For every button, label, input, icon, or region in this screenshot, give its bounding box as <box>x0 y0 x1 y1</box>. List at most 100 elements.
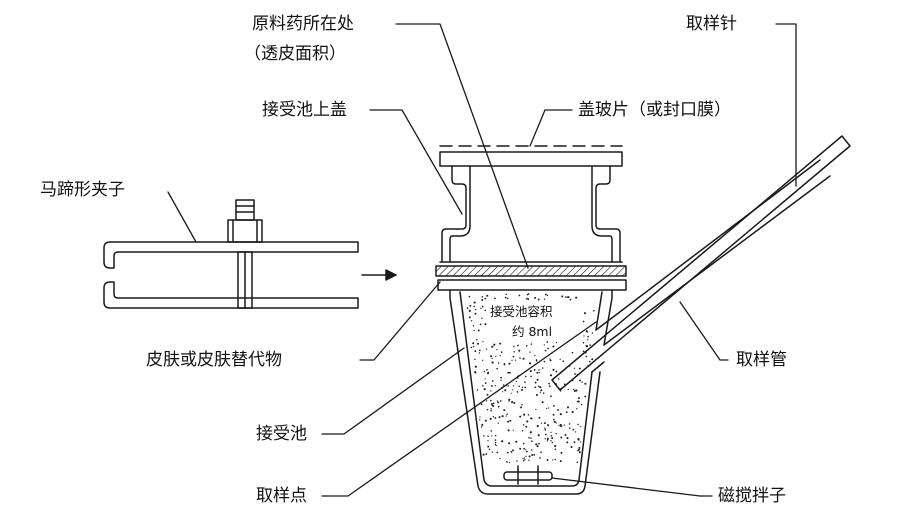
liquid-speckle <box>559 413 562 416</box>
liquid-speckle <box>530 417 532 419</box>
liquid-speckle <box>576 400 579 403</box>
liquid-speckle <box>546 341 549 343</box>
liquid-speckle <box>488 448 491 451</box>
liquid-speckle <box>487 439 489 442</box>
liquid-speckle <box>491 357 493 359</box>
arrow-clamp-to-cell <box>361 269 397 281</box>
liquid-speckle <box>482 341 484 343</box>
liquid-speckle <box>546 407 548 410</box>
liquid-speckle <box>485 453 488 455</box>
liquid-speckle <box>543 298 546 300</box>
liquid-speckle <box>548 385 551 387</box>
liquid-speckle <box>559 390 562 392</box>
liquid-speckle <box>524 458 526 460</box>
liquid-speckle <box>528 455 531 458</box>
label-cover-glass: 盖玻片（或封口膜） <box>578 100 731 120</box>
liquid-speckle <box>520 406 523 409</box>
liquid-speckle <box>554 445 557 448</box>
label-cell-top-cover: 接受池上盖 <box>262 100 347 120</box>
liquid-speckle <box>564 434 567 436</box>
liquid-speckle <box>506 451 509 454</box>
liquid-speckle <box>555 370 558 373</box>
liquid-speckle <box>522 459 525 462</box>
liquid-speckle <box>558 425 560 427</box>
liquid-speckle <box>572 379 574 382</box>
liquid-speckle <box>566 441 569 444</box>
liquid-speckle <box>513 401 516 405</box>
label-sampling-tube: 取样管 <box>736 350 787 370</box>
liquid-speckle <box>569 298 572 301</box>
liquid-speckle <box>543 422 546 425</box>
liquid-speckle <box>589 360 591 363</box>
liquid-speckle <box>525 449 527 451</box>
liquid-speckle <box>490 385 493 387</box>
liquid-speckle <box>576 374 579 376</box>
liquid-speckle <box>554 458 556 461</box>
liquid-speckle <box>492 415 495 418</box>
liquid-speckle <box>541 367 544 369</box>
liquid-speckle <box>529 370 532 373</box>
liquid-speckle <box>552 459 554 461</box>
liquid-speckle <box>572 428 575 431</box>
liquid-speckle <box>474 358 476 361</box>
liquid-speckle <box>523 447 526 450</box>
liquid-speckle <box>559 460 562 463</box>
liquid-speckle <box>529 351 531 353</box>
liquid-speckle <box>533 368 536 371</box>
liquid-speckle <box>517 344 519 347</box>
liquid-speckle <box>528 362 532 365</box>
liquid-speckle <box>549 359 552 362</box>
liquid-speckle <box>496 451 499 454</box>
liquid-speckle <box>591 332 594 334</box>
clamp-bolt-head <box>235 199 255 221</box>
liquid-speckle <box>574 431 577 433</box>
liquid-speckle <box>576 461 579 464</box>
liquid-speckle <box>483 388 486 391</box>
liquid-speckle <box>475 308 477 311</box>
liquid-speckle <box>589 344 591 346</box>
liquid-speckle <box>528 459 530 461</box>
liquid-speckle <box>470 320 473 322</box>
liquid-speckle <box>491 361 494 364</box>
liquid-speckle <box>481 317 483 319</box>
liquid-speckle <box>578 439 580 441</box>
liquid-speckle <box>497 401 500 404</box>
liquid-speckle <box>549 374 553 377</box>
liquid-speckle <box>509 419 512 422</box>
liquid-speckle <box>483 435 485 437</box>
liquid-speckle <box>536 378 539 381</box>
sampling-needle <box>551 135 851 391</box>
horseshoe-clamp <box>103 199 359 309</box>
liquid-speckle <box>501 440 504 443</box>
liquid-speckle <box>487 445 490 448</box>
liquid-speckle <box>547 424 550 427</box>
liquid-speckle <box>481 423 484 426</box>
liquid-speckle <box>479 416 481 418</box>
liquid-speckle <box>511 359 513 361</box>
liquid-speckle <box>503 409 506 412</box>
liquid-speckle <box>537 434 540 437</box>
liquid-speckle <box>584 382 587 385</box>
liquid-speckle <box>498 416 501 419</box>
liquid-speckle <box>511 401 514 404</box>
liquid-speckle <box>506 461 508 463</box>
liquid-speckle <box>497 422 499 424</box>
liquid-speckle <box>550 435 553 437</box>
liquid-speckle <box>477 329 480 332</box>
liquid-speckle <box>563 424 565 426</box>
liquid-speckle <box>583 335 585 337</box>
liquid-speckle <box>494 439 497 441</box>
liquid-speckle <box>546 459 549 461</box>
liquid-speckle <box>476 339 478 341</box>
liquid-speckle <box>482 453 485 456</box>
liquid-speckle <box>540 451 542 454</box>
liquid-speckle <box>555 432 557 435</box>
liquid-speckle <box>490 409 492 412</box>
liquid-speckle <box>570 446 573 448</box>
liquid-speckle <box>502 391 504 393</box>
liquid-speckle <box>474 365 477 368</box>
liquid-speckle <box>491 451 493 453</box>
liquid-speckle <box>507 385 510 387</box>
liquid-speckle <box>585 355 588 358</box>
